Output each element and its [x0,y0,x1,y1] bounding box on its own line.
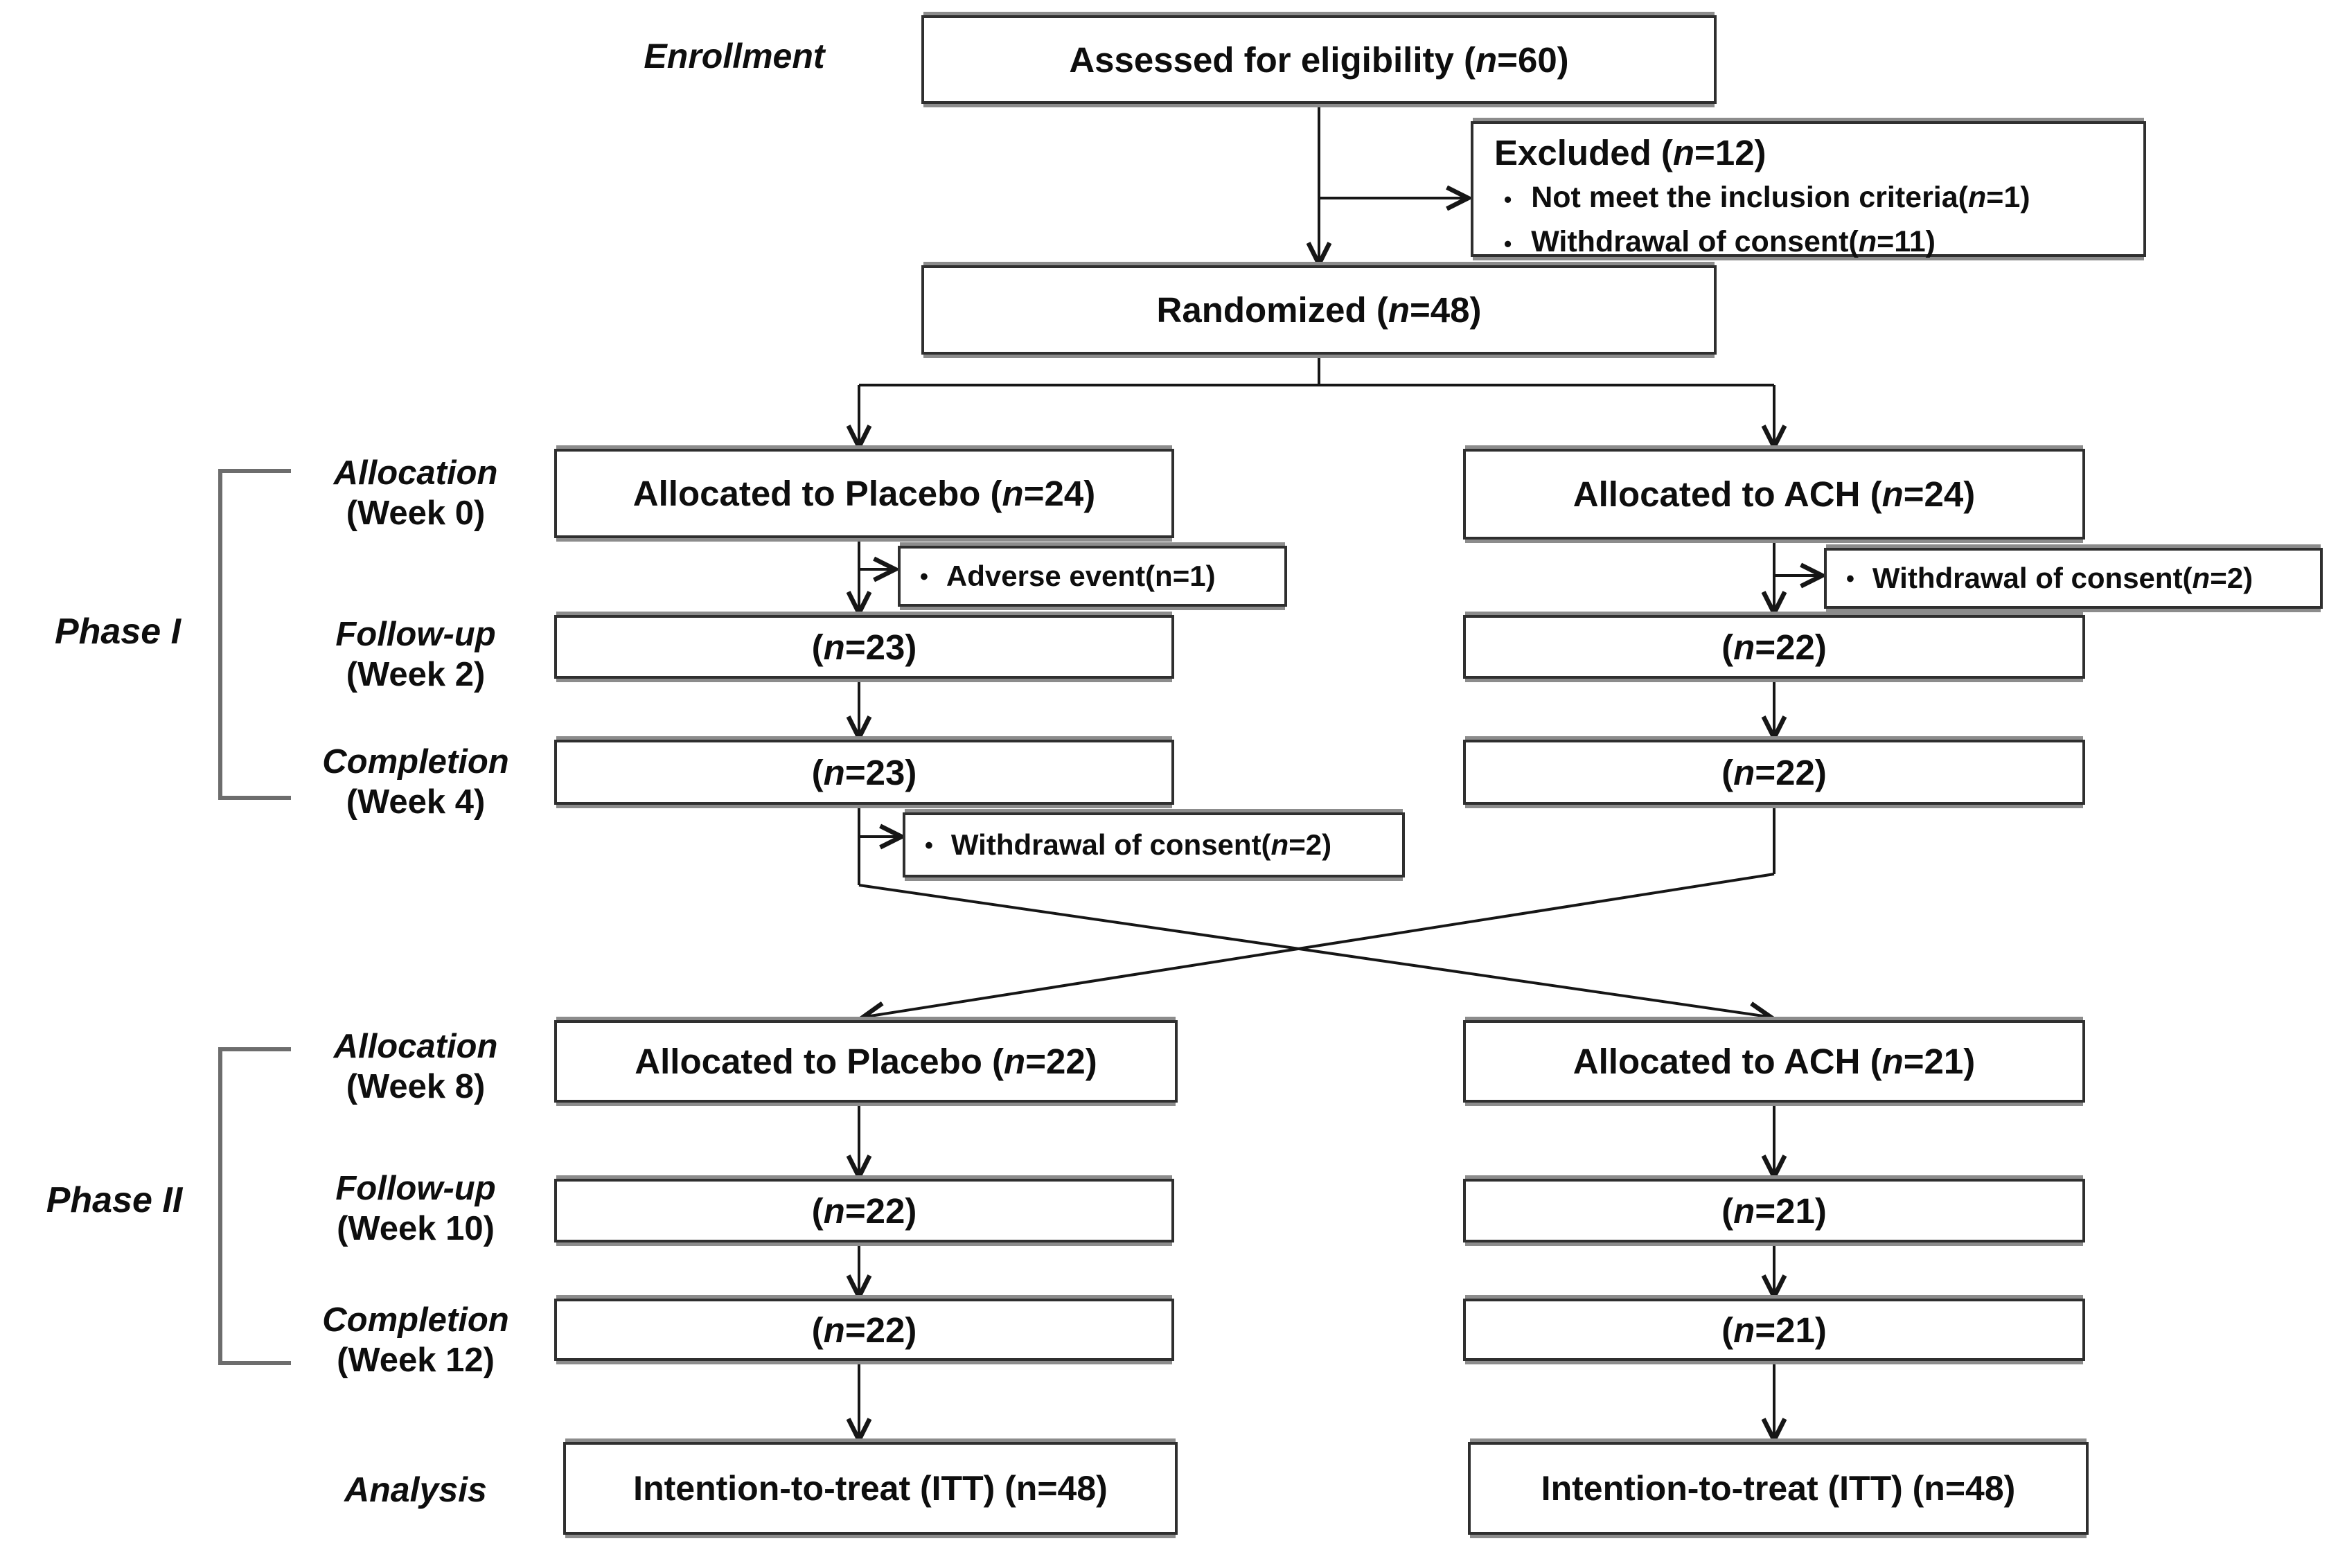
itt-analysis-left-box: Intention-to-treat (ITT) (n=48) [563,1442,1178,1535]
p2-followup-row-label: Follow-up (Week 10) [298,1169,533,1249]
p2-followup-stage: Follow-up [335,1170,496,1207]
p1-withdrawal-right-text: Withdrawal of consent(n=2) [1872,562,2253,594]
p1-followup-stage: Follow-up [335,616,496,653]
p1-followup-ach-box: (n=22) [1463,615,2085,679]
p2-allocation-stage: Allocation [333,1028,498,1065]
excluded-box: Excluded (n=12) • Not meet the inclusion… [1471,121,2146,258]
adverse-event-callout: • Adverse event(n=1) [898,546,1287,607]
p1-followup-week: (Week 2) [346,655,486,693]
excluded-item-text: Not meet the inclusion criteria(n=1) [1531,180,2030,214]
p1-followup-placebo-box: (n=23) [554,615,1174,679]
p1-completion-stage: Completion [322,743,509,781]
p2-completion-placebo-box: (n=22) [554,1299,1174,1361]
p2-completion-week: (Week 12) [337,1341,495,1379]
randomized-box: Randomized (n=48) [921,265,1717,355]
p2-allocation-week: (Week 8) [346,1067,486,1105]
arrow-crossover-left-to-ach [858,884,1768,1017]
p2-followup-week: (Week 10) [337,1209,495,1247]
excluded-item-text: Withdrawal of consent(n=11) [1531,225,1936,259]
p2-followup-placebo-box: (n=22) [554,1179,1174,1242]
arrow-crossover-right-to-placebo [866,873,1775,1017]
phase2-label: Phase II [46,1180,183,1220]
p1-completion-row-label: Completion (Week 4) [298,742,533,823]
p1-allocation-stage: Allocation [333,454,498,492]
phase2-bracket [218,1047,291,1365]
phase1-bracket [218,469,291,800]
adverse-event-text: Adverse event(n=1) [946,560,1216,592]
p1-allocation-ach-box: Allocated to ACH (n=24) [1463,449,2085,540]
p1-withdrawal-left-callout: • Withdrawal of consent(n=2) [903,812,1405,877]
p1-followup-row-label: Follow-up (Week 2) [298,615,533,695]
p2-completion-ach-box: (n=21) [1463,1299,2085,1361]
excluded-title: Excluded (n=12) [1494,133,1766,172]
bullet-icon: • [920,563,928,590]
p2-allocation-placebo-box: Allocated to Placebo (n=22) [554,1020,1178,1103]
p1-completion-placebo-box: (n=23) [554,740,1174,805]
itt-analysis-right-box: Intention-to-treat (ITT) (n=48) [1468,1442,2089,1535]
p2-followup-ach-box: (n=21) [1463,1179,2085,1242]
p1-allocation-placebo-box: Allocated to Placebo (n=24) [554,449,1174,538]
excluded-item: • Not meet the inclusion criteria(n=1) [1494,175,2129,220]
p1-withdrawal-right-callout: • Withdrawal of consent(n=2) [1824,548,2323,609]
bullet-icon: • [1846,565,1854,592]
p1-completion-week: (Week 4) [346,783,486,821]
p1-withdrawal-left-text: Withdrawal of consent(n=2) [950,828,1332,861]
p1-allocation-week: (Week 0) [346,494,486,532]
analysis-label: Analysis [344,1470,487,1509]
bullet-icon: • [925,832,933,859]
p1-completion-ach-box: (n=22) [1463,740,2085,805]
excluded-item: • Withdrawal of consent(n=11) [1494,220,2129,265]
phase1-label: Phase I [54,612,181,652]
p1-allocation-row-label: Allocation (Week 0) [298,454,533,534]
p2-allocation-row-label: Allocation (Week 8) [298,1027,533,1107]
p2-completion-stage: Completion [322,1301,509,1339]
assessed-box: Assessed for eligibility (n=60) [921,15,1717,104]
bullet-icon: • [1504,186,1512,212]
p2-allocation-ach-box: Allocated to ACH (n=21) [1463,1020,2085,1103]
p2-completion-row-label: Completion (Week 12) [298,1301,533,1381]
enrollment-label: Enrollment [644,37,825,75]
bullet-icon: • [1504,231,1512,257]
